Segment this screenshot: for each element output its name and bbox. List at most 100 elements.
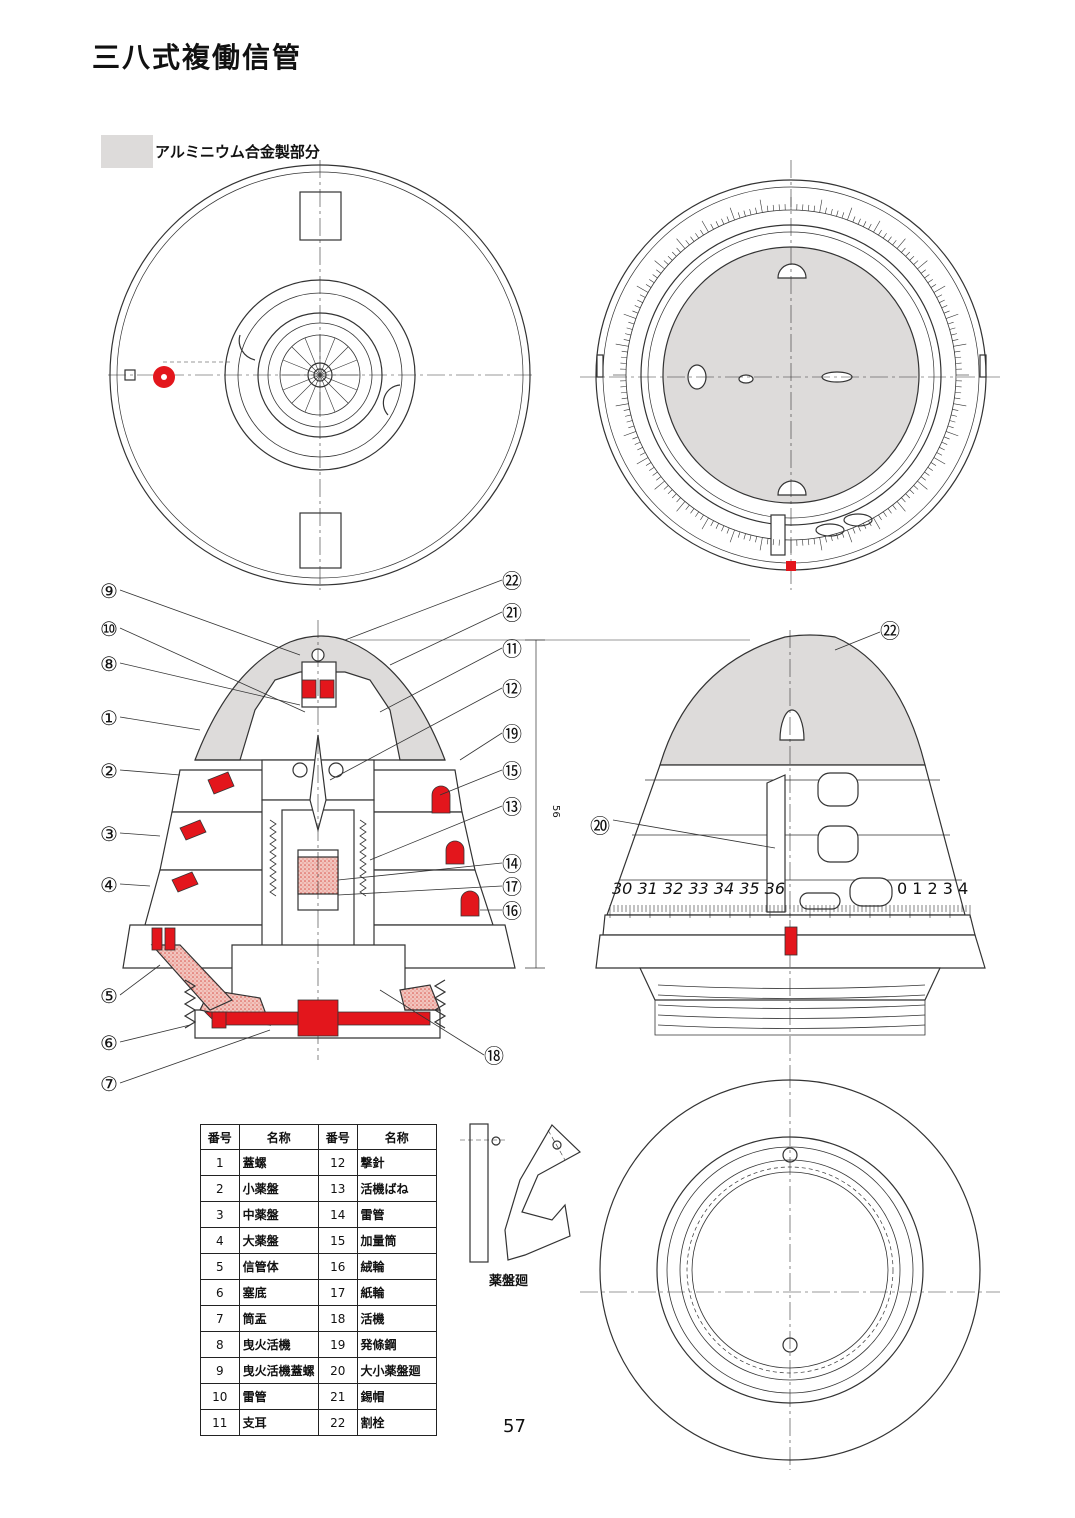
dial-tick	[772, 539, 775, 546]
dial-tick	[623, 409, 630, 411]
table-header-row: 番号 名称 番号 名称	[200, 1124, 438, 1150]
dial-tick	[847, 207, 853, 221]
callout-17: ⑰	[502, 875, 522, 899]
table-cell-name: 錫帽	[356, 1383, 438, 1410]
callout-1: ①	[100, 706, 118, 730]
dial-tick	[883, 233, 887, 239]
side-scale-labels-2: 0 1 2 3 4	[897, 879, 968, 898]
table-cell-number: 15	[317, 1227, 358, 1254]
dial-tick	[654, 260, 665, 270]
dial-tick	[953, 403, 967, 407]
callout-numbers: ⑨ ⑩ ⑧ ① ② ③ ④ ⑤ ⑥ ⑦ ㉒ ㉑ ⑪ ⑫ ⑲ ⑮ ⑬ ⑭ ⑰ ⑯ …	[100, 569, 968, 1096]
dial-tick	[949, 327, 956, 330]
table-cell-number: 7	[200, 1305, 240, 1332]
dial-tick	[701, 220, 709, 233]
dial-tick	[625, 414, 631, 417]
callout-12: ⑫	[502, 677, 522, 701]
dial-tick	[955, 356, 962, 359]
page-number: 57	[503, 1416, 526, 1437]
dial-tick	[887, 508, 892, 514]
table-cell-number: 20	[317, 1357, 358, 1384]
table-cell-name: 筒盂	[238, 1305, 319, 1332]
dial-tick	[945, 313, 959, 319]
dial-tick	[729, 207, 735, 221]
dial-tick	[868, 520, 872, 527]
table-cell-number: 21	[317, 1383, 358, 1410]
callout-16: ⑯	[502, 899, 522, 923]
dial-tick	[637, 447, 643, 451]
dial-tick	[690, 508, 695, 514]
dial-tick	[621, 397, 628, 400]
dial-tick	[676, 247, 681, 253]
dial-tick	[857, 218, 861, 225]
dial-tick	[943, 310, 950, 314]
dial-tick	[949, 420, 956, 423]
callout-7: ⑦	[100, 1072, 118, 1096]
dial-tick	[947, 321, 954, 325]
dial-tick	[645, 284, 652, 288]
dial-tick	[825, 536, 827, 543]
dial-tick	[690, 236, 695, 242]
table-cell-name: 曳火活機蓋螺	[238, 1357, 319, 1384]
dial-tick	[676, 497, 681, 503]
dial-tick	[632, 310, 639, 314]
legend-label: アルミニウム合金製部分	[155, 143, 320, 161]
dial-tick	[729, 529, 735, 543]
top-view-right	[580, 160, 1000, 590]
dial-tick	[755, 536, 757, 543]
dial-tick	[749, 535, 752, 541]
table-cell-name: 中薬盤	[238, 1201, 319, 1228]
table-cell-name: 絨輪	[356, 1253, 438, 1280]
dial-tick	[954, 397, 961, 400]
dial-tick	[626, 327, 633, 330]
dial-tick	[896, 501, 906, 512]
dial-tick	[901, 247, 906, 253]
callout-22: ㉒	[502, 569, 522, 593]
dial-tick	[620, 391, 627, 394]
dial-tick	[936, 294, 943, 298]
dial-tick	[936, 452, 943, 456]
dial-tick	[892, 504, 897, 510]
dial-tick	[766, 538, 769, 545]
dial-tick	[930, 284, 937, 288]
legend-swatch	[101, 135, 153, 168]
dial-tick	[873, 517, 881, 530]
dial-tick	[819, 537, 823, 551]
dial-tick	[909, 489, 915, 495]
table-cell-name: 大薬盤	[238, 1227, 319, 1254]
dial-tick	[852, 216, 856, 223]
dial-tick	[726, 527, 730, 534]
side-scale-ticks	[609, 905, 971, 918]
callout-10: ⑩	[100, 617, 118, 641]
page-title: 三八式複働信管	[92, 41, 303, 74]
table-cell-name: 発條鋼	[356, 1331, 438, 1358]
dial-tick	[945, 431, 959, 437]
table-cell-number: 22	[317, 1409, 358, 1436]
dial-tick	[743, 210, 746, 217]
dial-tick	[825, 207, 827, 214]
dial-tick	[715, 221, 719, 227]
callout-2: ②	[100, 759, 118, 783]
dial-tick	[813, 538, 816, 545]
table-cell-name: 割栓	[356, 1409, 438, 1436]
dial-tick	[759, 537, 763, 551]
table-cell-number: 11	[200, 1409, 240, 1436]
dial-tick	[917, 480, 928, 490]
dial-tick	[955, 391, 962, 394]
dial-tick	[836, 533, 839, 540]
dial-tick	[700, 229, 704, 236]
dial-tick	[639, 452, 646, 456]
dial-tick	[685, 240, 690, 246]
dial-tick	[626, 420, 633, 423]
dial-tick	[883, 511, 887, 517]
dial-tick	[807, 204, 810, 211]
dial-tick	[695, 233, 699, 239]
